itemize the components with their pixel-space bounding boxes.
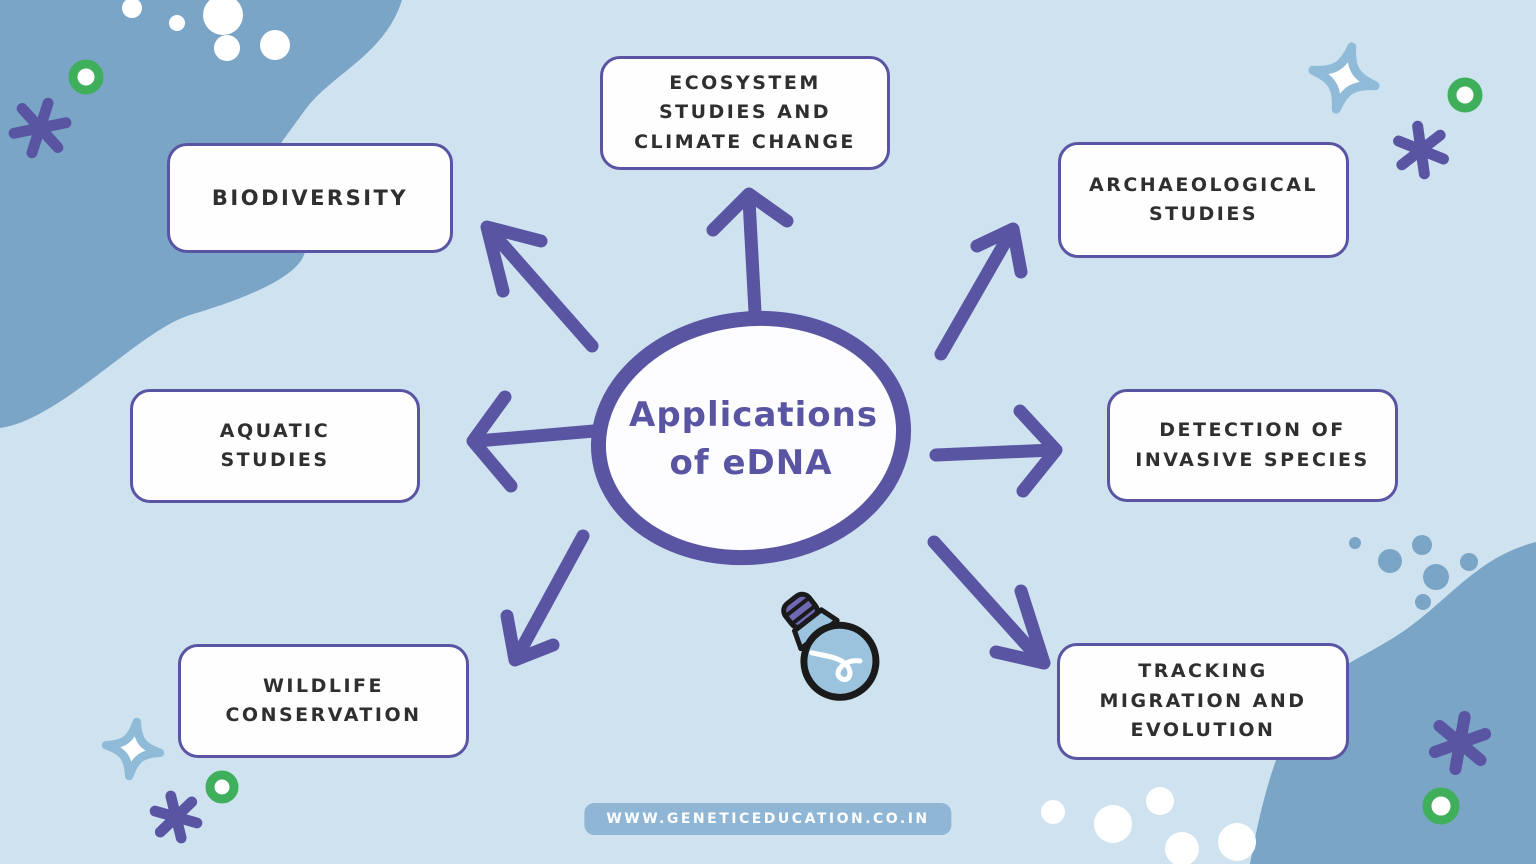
asterisk-icon-top-right — [1393, 120, 1449, 180]
node-invasive-species: DETECTION OF INVASIVE SPECIES — [1107, 389, 1398, 502]
arrow-lower-left — [500, 529, 590, 667]
center-title-line2: of eDNA — [669, 442, 833, 483]
asterisk-icon-bottom-left — [149, 790, 203, 844]
sparkle-icon-top-right — [1308, 42, 1380, 114]
watermark-text: WWW.GENETICEDUCATION.CO.IN — [606, 811, 930, 827]
lightbulb-icon — [781, 591, 880, 701]
white-dots-top-left — [122, 0, 290, 61]
arrow-upper-right — [934, 222, 1028, 361]
blue-dots-right — [1349, 535, 1478, 618]
center-title: Applications of eDNA — [629, 392, 879, 487]
node-label: TRACKING MIGRATION AND EVOLUTION — [1099, 660, 1307, 742]
node-label: ECOSYSTEM STUDIES AND CLIMATE CHANGE — [634, 71, 856, 153]
arrow-up — [706, 187, 794, 319]
node-label: AQUATIC STUDIES — [219, 419, 331, 471]
arrow-upper-left — [480, 220, 599, 353]
blue-dots-left — [57, 289, 138, 343]
asterisk-icon-top-left — [8, 97, 72, 159]
blob-bottom-right — [1250, 542, 1536, 864]
node-aquatic-studies: AQUATIC STUDIES — [130, 389, 420, 503]
arrow-right — [929, 404, 1063, 498]
asterisk-icon-bottom-right — [1428, 710, 1492, 776]
sparkle-icon-bottom-left — [101, 717, 165, 781]
arrow-left — [466, 390, 601, 493]
node-label: ARCHAEOLOGICAL STUDIES — [1088, 173, 1319, 225]
node-label: BIODIVERSITY — [211, 185, 409, 210]
watermark-badge: WWW.GENETICEDUCATION.CO.IN — [584, 803, 952, 835]
node-label: WILDLIFE CONSERVATION — [225, 674, 422, 726]
center-title-line1: Applications — [629, 395, 879, 435]
node-ecosystem-climate: ECOSYSTEM STUDIES AND CLIMATE CHANGE — [600, 56, 890, 170]
white-dots-bottom — [1041, 787, 1256, 864]
green-circle-icons — [68, 59, 1483, 825]
node-tracking-migration: TRACKING MIGRATION AND EVOLUTION — [1057, 643, 1349, 760]
node-archaeological-studies: ARCHAEOLOGICAL STUDIES — [1058, 142, 1349, 258]
node-biodiversity: BIODIVERSITY — [167, 143, 453, 253]
node-wildlife-conservation: WILDLIFE CONSERVATION — [178, 644, 469, 758]
center-ellipse — [590, 310, 912, 566]
arrow-lower-right — [927, 535, 1051, 670]
node-label: DETECTION OF INVASIVE SPECIES — [1135, 419, 1370, 471]
